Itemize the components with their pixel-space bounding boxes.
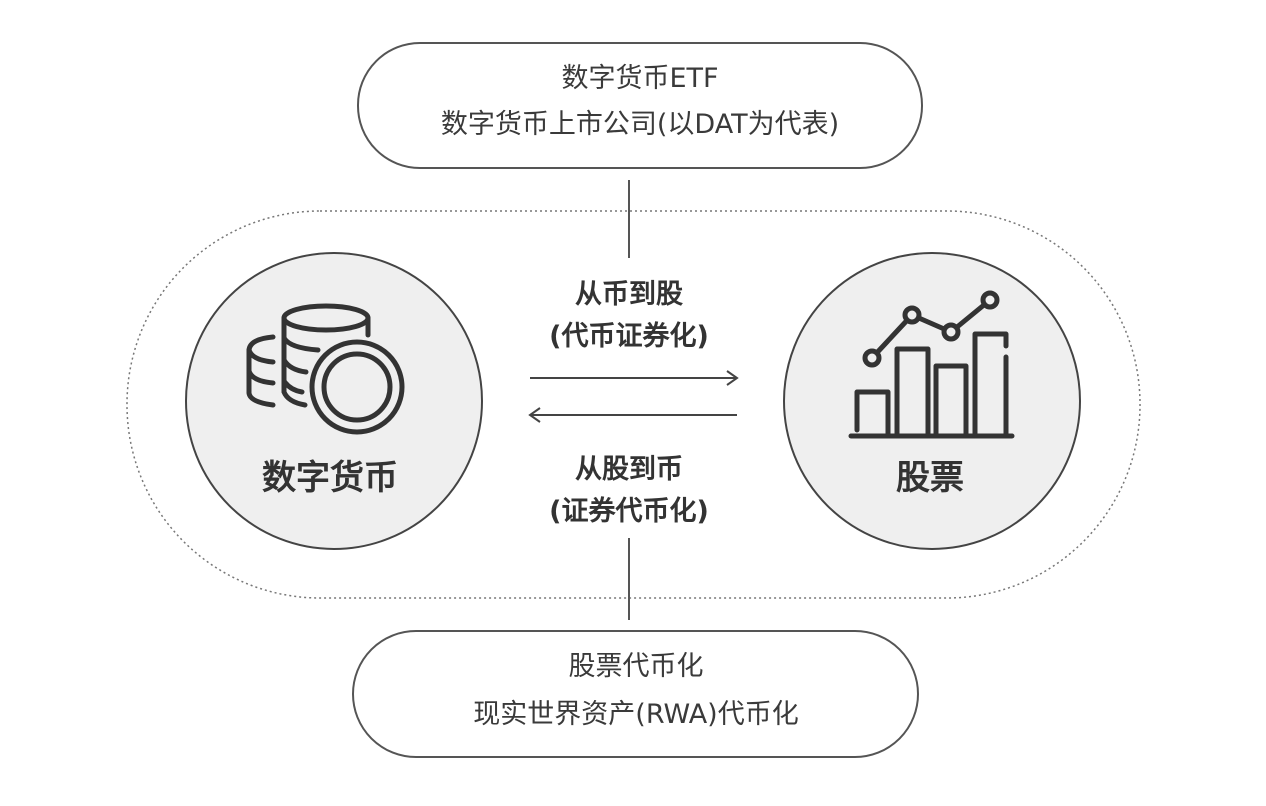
top-box-line1: 数字货币ETF (561, 63, 719, 94)
top-box-line2: 数字货币上市公司(以DAT为代表) (440, 109, 840, 140)
arrow-right-subtitle: (代币证券化) (549, 321, 709, 352)
bottom-box (352, 630, 919, 758)
arrow-right-title: 从币到股 (575, 279, 683, 310)
right-node-label: 股票 (896, 458, 964, 498)
bottom-box-line1: 股票代币化 (568, 651, 704, 682)
right-circle (783, 252, 1081, 550)
bottom-box-line2: 现实世界资产(RWA)代币化 (473, 699, 799, 730)
bar-line-chart-icon (848, 290, 1015, 439)
arrow-left-subtitle: (证券代币化) (549, 496, 709, 527)
arrow-left-title: 从股到币 (575, 454, 683, 485)
arrow-left-icon (528, 407, 737, 423)
left-node-label: 数字货币 (262, 458, 398, 498)
top-box (357, 42, 923, 169)
coin-stack-icon (246, 303, 405, 435)
dotted-boundary (126, 210, 1141, 599)
left-circle (185, 252, 483, 550)
arrow-right-icon (530, 370, 739, 386)
